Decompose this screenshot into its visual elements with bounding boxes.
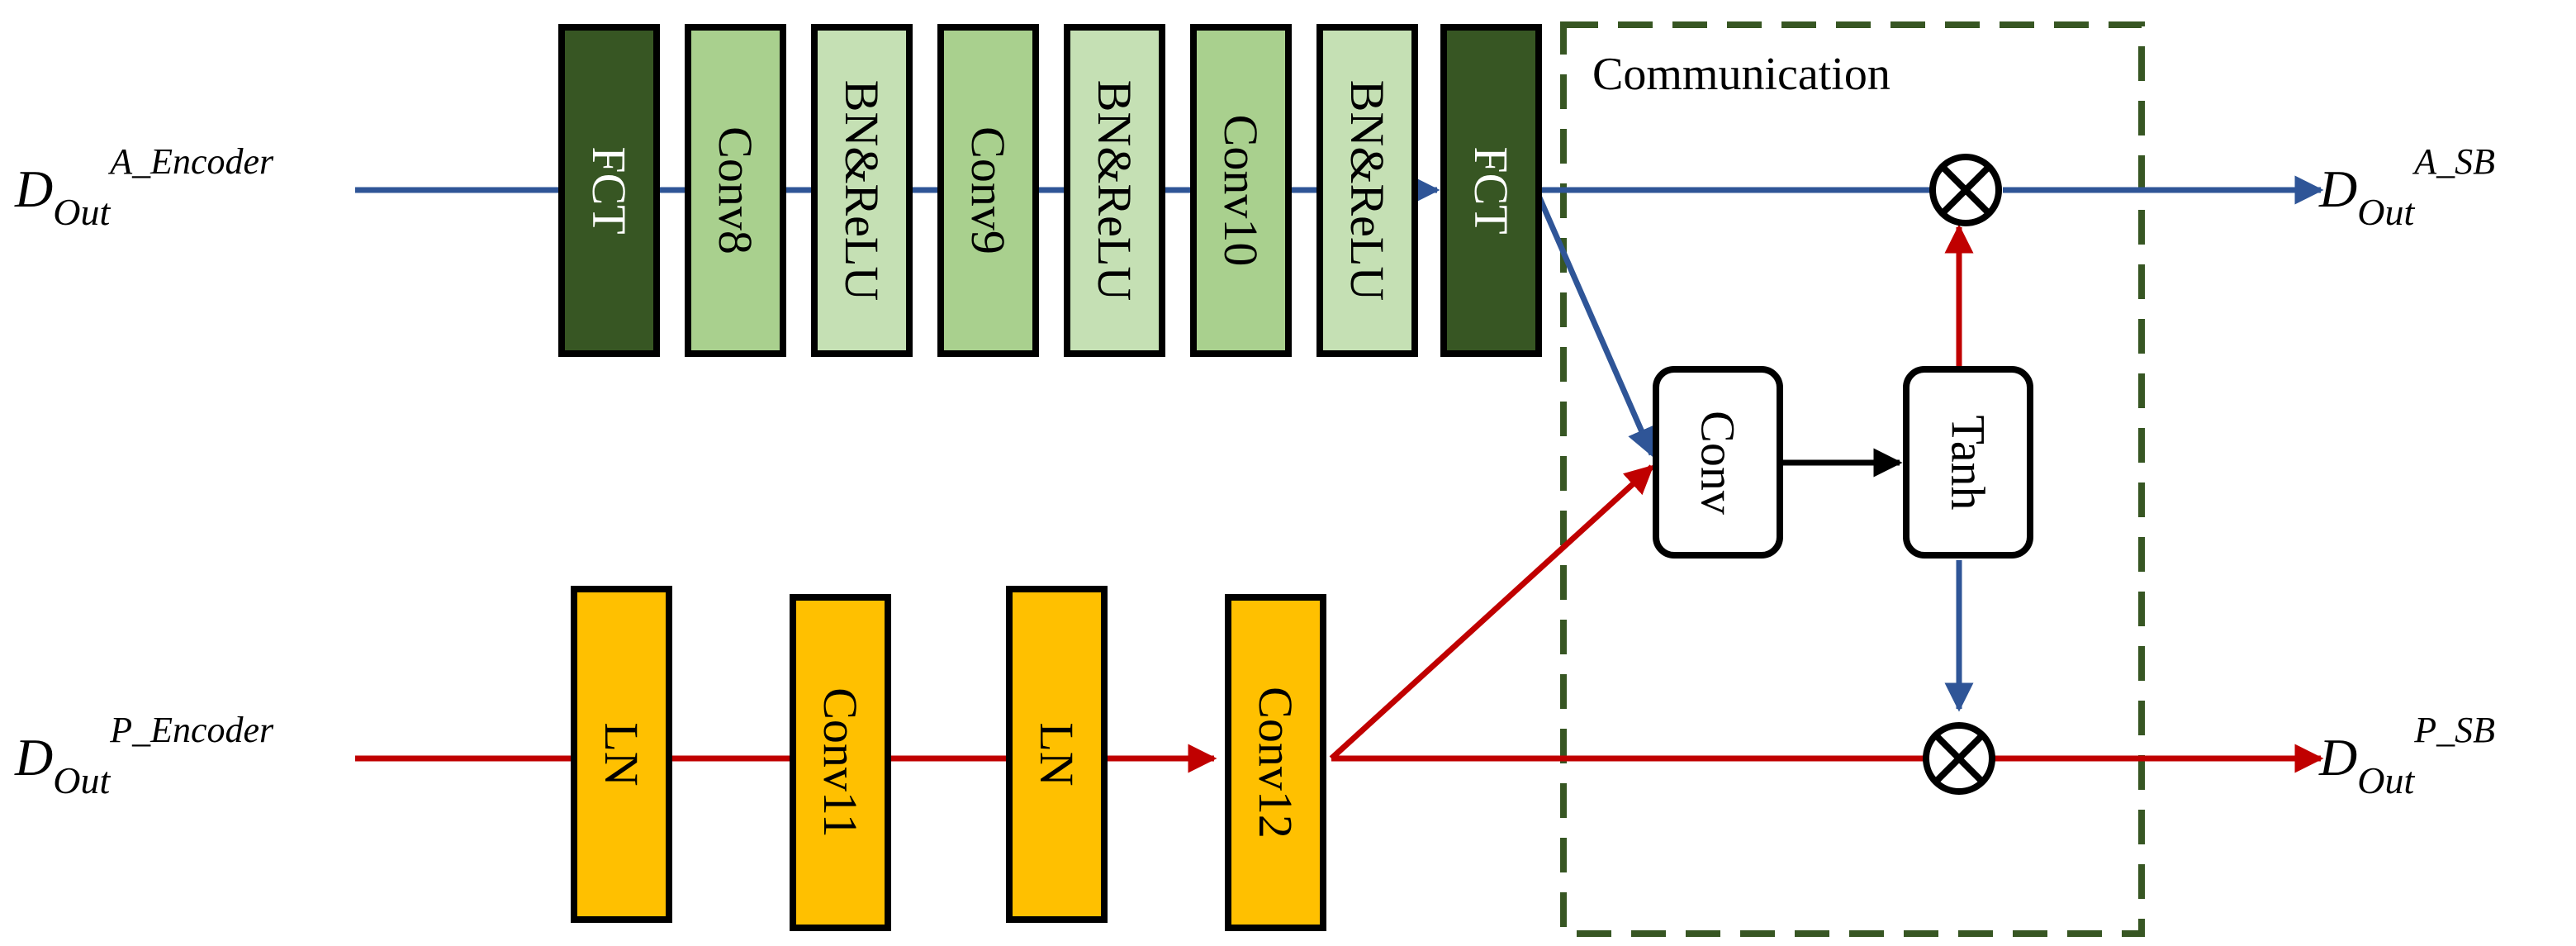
a-block-label: Conv10 [1214,115,1268,267]
a-block-conv10: Conv10 [1190,24,1292,357]
a-block-label: FCT [1464,146,1518,234]
output-a-label: DOutA_SB [2318,141,2495,233]
p-branch-blocks: LN Conv11 LN Conv12 [571,586,1326,931]
communication-title: Communication [1592,49,1890,100]
a-block-bnrelu-1: BN&ReLU [811,24,913,357]
a-block-label: FCT [582,146,636,234]
p-block-label: LN [595,722,648,786]
p-block-conv12: Conv12 [1225,594,1326,931]
p-block-ln-1: LN [571,586,672,923]
a-block-label: BN&ReLU [1088,80,1141,301]
a-block-conv8: Conv8 [685,24,786,357]
multiply-bottom-icon [1923,722,1995,795]
a-block-label: BN&ReLU [835,80,889,301]
a-block-fct-1: FCT [558,24,660,357]
comm-conv-block: Conv [1653,366,1783,559]
p-block-ln-2: LN [1006,586,1108,923]
a-block-conv9: Conv9 [937,24,1039,357]
p-block-conv11: Conv11 [790,594,891,931]
a-block-bnrelu-3: BN&ReLU [1316,24,1418,357]
p-block-label: Conv12 [1249,687,1302,839]
a-block-label: Conv8 [709,126,762,254]
input-p-label: DOutP_Encoder [14,710,274,801]
a-block-label: BN&ReLU [1340,80,1394,301]
a-block-bnrelu-2: BN&ReLU [1064,24,1165,357]
comm-tanh-block: Tanh [1903,366,2033,559]
p-block-label: LN [1030,722,1084,786]
p-to-conv-arrow [1329,464,1654,761]
a-branch-blocks: FCT Conv8 BN&ReLU Conv9 BN&ReLU Conv10 B… [558,24,1542,357]
input-a-label: DOutA_Encoder [14,141,274,233]
output-p-label: DOutP_SB [2318,710,2495,801]
a-block-label: Conv9 [961,126,1015,254]
comm-conv-label: Conv [1691,411,1745,515]
a-block-fct-2: FCT [1440,24,1542,357]
p-block-label: Conv11 [814,687,867,838]
multiply-top-icon [1929,154,2002,226]
a-to-conv-arrow [1533,188,1655,458]
comm-tanh-label: Tanh [1942,415,1995,510]
communication-region [1560,21,2145,937]
